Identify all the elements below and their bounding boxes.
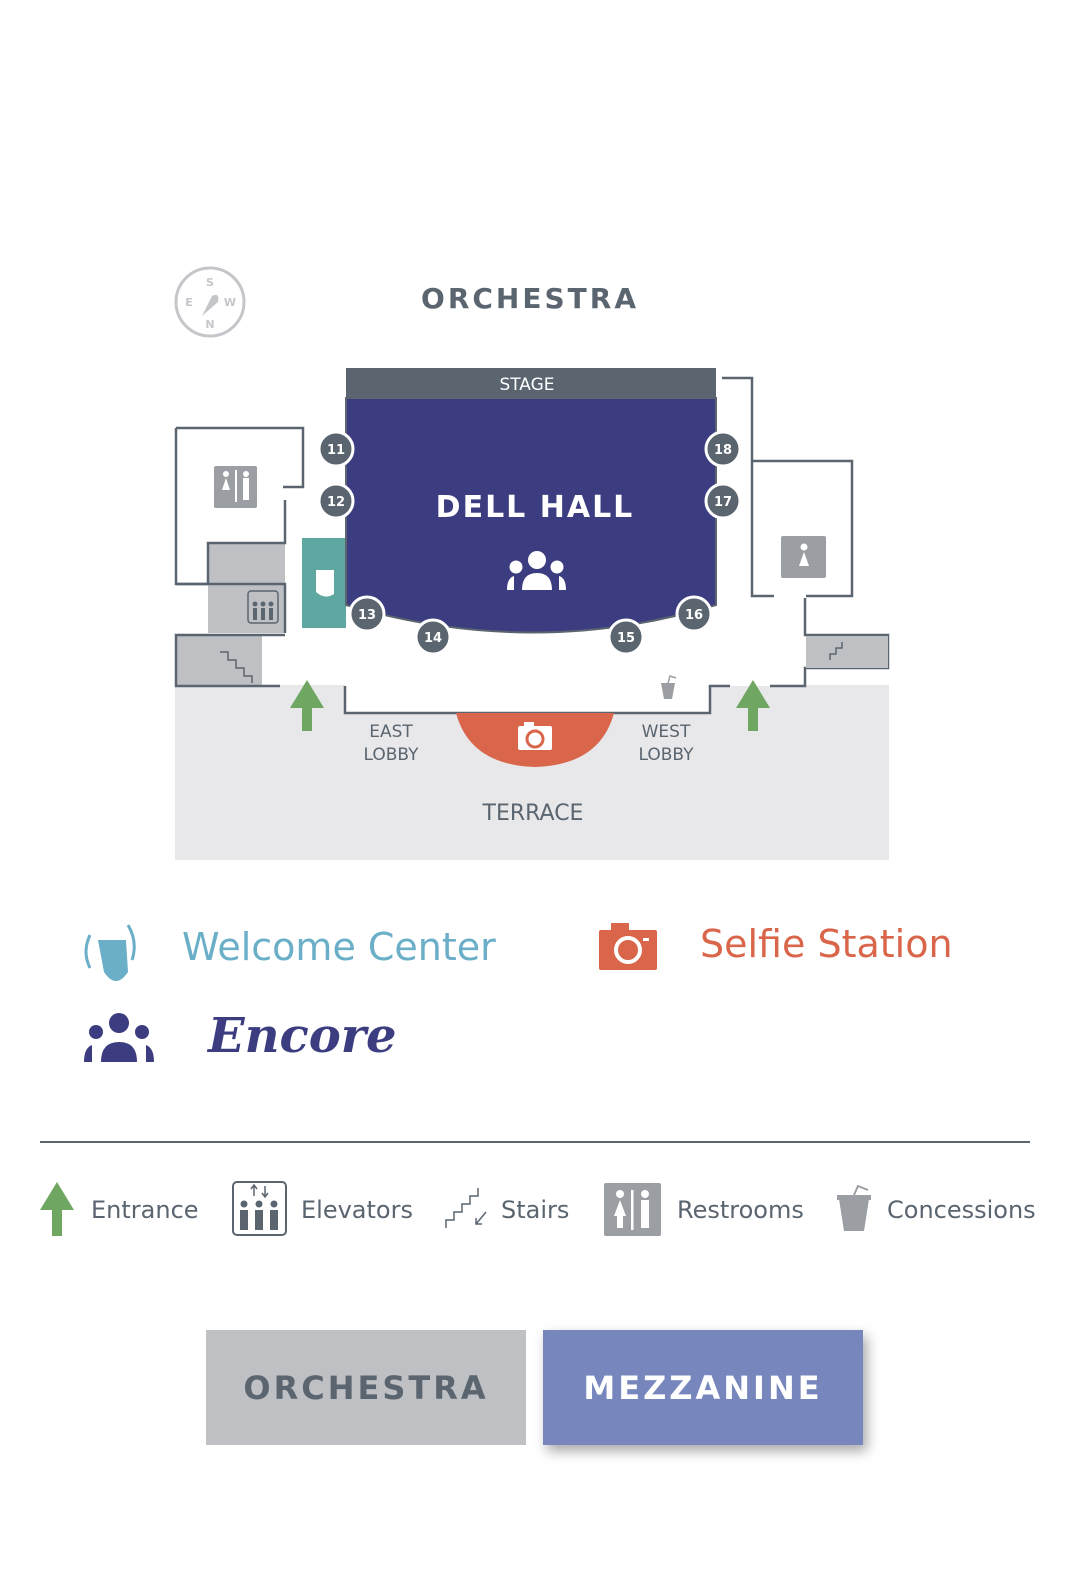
compass-n: N [205,318,214,331]
restroom-room-left [176,426,305,489]
door-number: 11 [327,443,345,458]
restroom-room-right [752,459,854,598]
west-lobby-label-1: WEST [642,722,691,742]
encore-legend-label: Encore [208,1008,397,1064]
stage-label: STAGE [499,375,554,395]
stairs-icon [829,642,843,660]
selfie-station-legend-label: Selfie Station [700,922,953,966]
compass-icon: S E W N [174,266,246,338]
elevators-legend-label: Elevators [301,1196,413,1224]
compass-s: S [206,276,214,289]
door-number: 16 [685,608,703,623]
restrooms-legend-label: Restrooms [677,1196,804,1224]
door-badge: 12 [317,482,355,520]
door-badge: 13 [348,595,386,633]
entrance-legend-icon [40,1182,74,1236]
door-number: 13 [358,608,376,623]
compass-w: W [224,296,236,309]
east-lobby-label-1: EAST [369,722,413,742]
concessions-legend-icon [837,1184,871,1231]
hall-label: DELL HALL [436,490,635,525]
welcome-center-legend-icon [84,924,136,981]
door-badge: 16 [675,595,713,633]
entrance-arrow-west [736,680,770,731]
elevators-legend-icon [232,1181,287,1236]
welcome-center-legend-label: Welcome Center [182,925,496,969]
door-number: 17 [714,495,732,510]
concessions-icon [661,675,677,699]
women-restroom-icon [781,536,826,578]
door-badge: 18 [704,430,742,468]
terrace-label: TERRACE [482,801,584,826]
map-title: ORCHESTRA [421,282,639,315]
door-badge: 15 [607,618,645,656]
entrance-arrow-east [290,680,324,731]
door-number: 12 [327,495,345,510]
stairs-legend-label: Stairs [501,1196,570,1224]
camera-icon [518,722,552,750]
door-badge: 11 [317,430,355,468]
restrooms-legend-icon [604,1183,661,1236]
elevator-icon [247,590,279,624]
door-badge: 17 [704,482,742,520]
welcome-hand-icon [316,570,334,597]
selfie-station-legend-icon [599,923,657,970]
encore-icon [507,551,566,590]
encore-legend-icon [84,1013,154,1062]
legend-divider [40,1141,1030,1143]
entrance-legend-label: Entrance [91,1196,199,1224]
door-number: 15 [617,631,635,646]
concessions-legend-label: Concessions [887,1196,1036,1224]
door-number: 18 [714,443,732,458]
orchestra-floor-button[interactable]: ORCHESTRA [206,1330,526,1445]
stairs-icon [220,651,253,683]
door-badge: 14 [414,618,452,656]
restroom-icon [214,466,257,508]
mezzanine-floor-button[interactable]: MEZZANINE [543,1330,863,1445]
east-lobby-label-2: LOBBY [363,745,419,765]
stairs-legend-icon [445,1188,487,1228]
west-lobby-label-2: LOBBY [638,745,694,765]
stage [346,368,716,398]
door-number: 14 [424,631,442,646]
compass-e: E [185,296,193,309]
